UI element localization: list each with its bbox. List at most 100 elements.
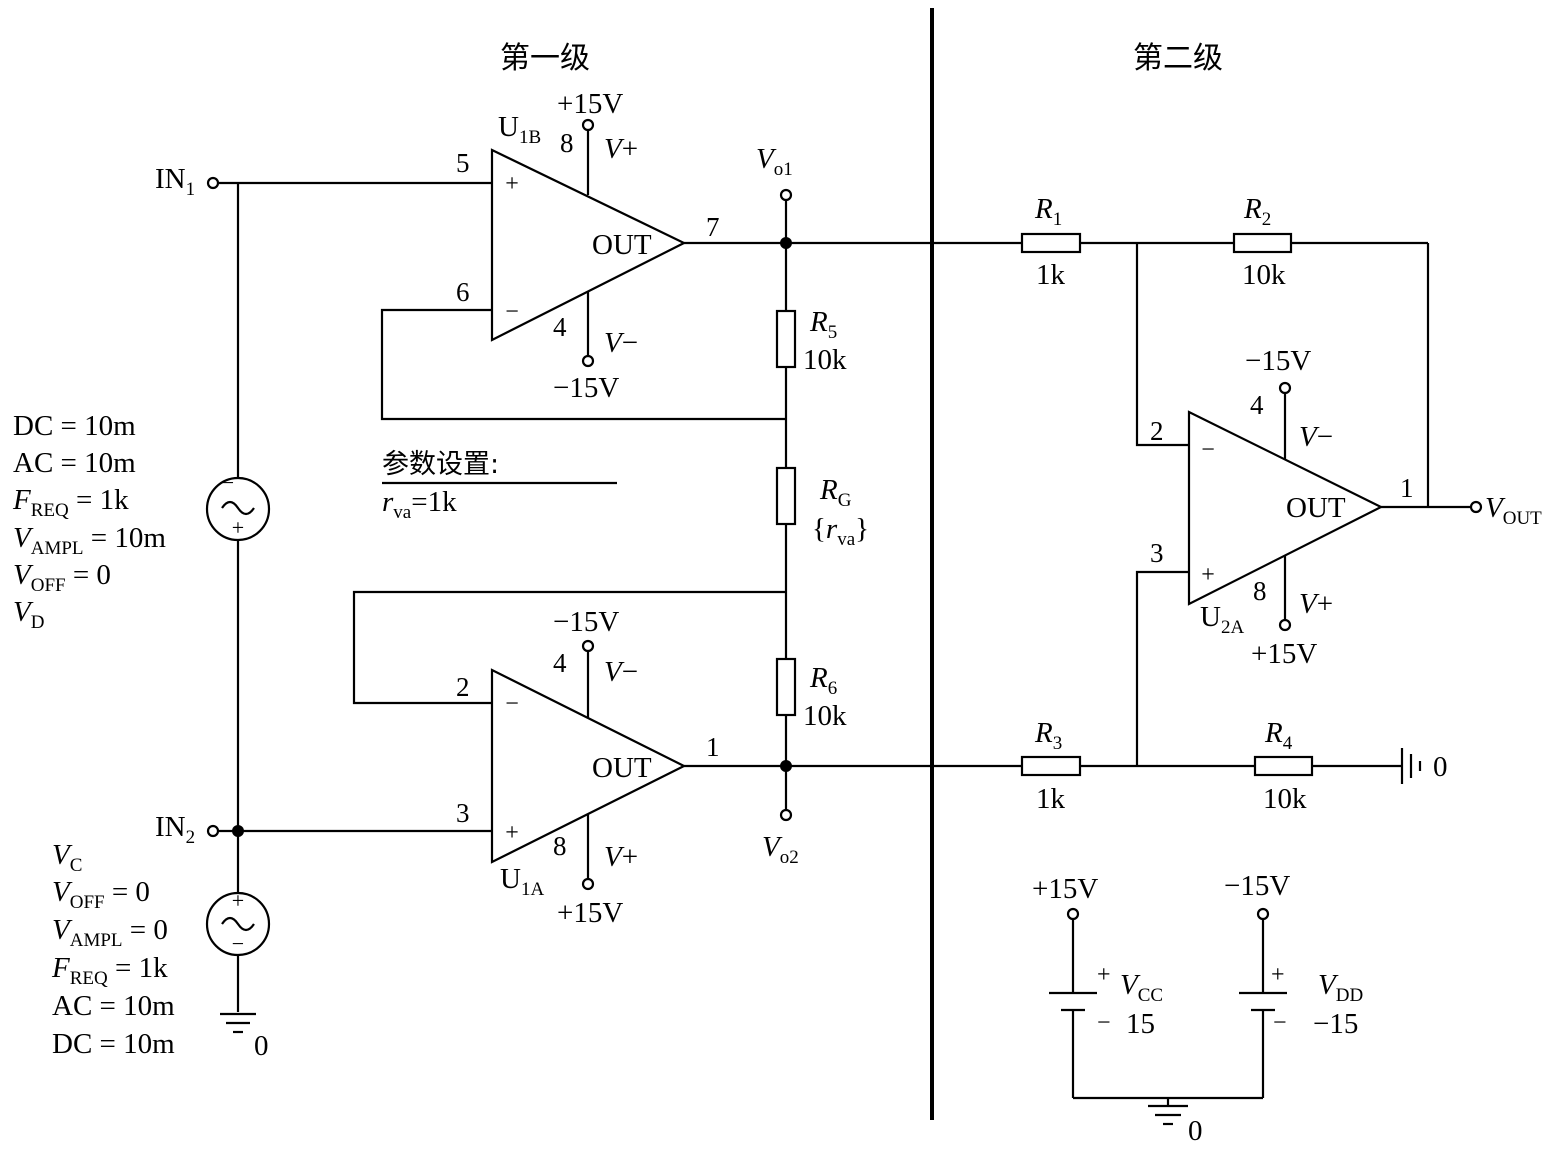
- vcc-supply-label: +15V: [1032, 873, 1098, 905]
- u2a-out-label: OUT: [1286, 492, 1346, 524]
- resistor-r1: [1020, 232, 1082, 254]
- u1a-pin-minus: 2: [456, 672, 470, 702]
- vc-param-name: VC: [52, 839, 82, 876]
- vdd-value: −15: [1313, 1008, 1358, 1040]
- svg-text:+: +: [505, 820, 519, 846]
- r6-value: 10k: [803, 700, 847, 732]
- vcc-minus-sign: −: [1097, 1010, 1111, 1036]
- vd-param-off: VOFF = 0: [13, 559, 111, 596]
- u2a-vneg-supply: −15V: [1245, 345, 1311, 377]
- opamp-u1b: + − OUT U1B 5 6 8 4 7 +15V V+ −15V V−: [456, 88, 720, 404]
- ground-label: 0: [1433, 751, 1448, 783]
- r1-value: 1k: [1036, 259, 1066, 291]
- vcc-value: 15: [1126, 1008, 1155, 1040]
- r5-label: R5: [809, 306, 837, 343]
- r4-label: R4: [1264, 717, 1293, 754]
- vo2-label: Vo2: [762, 831, 799, 868]
- vd-param-freq: FREQ = 1k: [12, 484, 129, 521]
- u1b-vneg-supply: −15V: [553, 372, 619, 404]
- ground-label: 0: [1188, 1115, 1203, 1147]
- vd-ac-source: − +: [205, 470, 271, 542]
- svg-text:+: +: [505, 171, 519, 197]
- resistor-r4: [1253, 755, 1314, 777]
- r6-label: R6: [809, 662, 837, 699]
- vd-param-ac: AC = 10m: [13, 447, 136, 479]
- r3-label: R3: [1034, 717, 1062, 754]
- u1b-pin-vm: 4: [553, 312, 567, 342]
- resistor-r5: [775, 309, 797, 369]
- u2a-pin-minus: 2: [1150, 416, 1164, 446]
- param-settings: 参数设置: rva=1k: [382, 449, 617, 523]
- vd-param-ampl: VAMPL = 10m: [13, 522, 166, 559]
- battery-vcc: +15V + − VCC 15: [1032, 873, 1163, 1098]
- ground-symbol: 0: [1148, 1098, 1203, 1147]
- u1b-pin-plus: 5: [456, 148, 470, 178]
- vo1-terminal: [779, 188, 793, 202]
- in1-terminal: [206, 176, 220, 190]
- svg-text:−: −: [505, 299, 519, 325]
- param-title: 参数设置:: [382, 449, 499, 480]
- u2a-pin-plus: 3: [1150, 538, 1164, 568]
- r1-label: R1: [1034, 193, 1062, 230]
- u1a-vpos-supply: +15V: [557, 897, 623, 929]
- u1a-out-label: OUT: [592, 752, 652, 784]
- u1b-vplus-label: V+: [604, 133, 638, 165]
- vo1-label: Vo1: [756, 143, 793, 180]
- u1a-pin-plus: 3: [456, 798, 470, 828]
- vcc-plus-sign: +: [1097, 962, 1111, 988]
- u2a-vminus-label: V−: [1299, 421, 1333, 453]
- u1a-vneg-supply: −15V: [553, 606, 619, 638]
- vd-param-name: VD: [13, 596, 44, 633]
- wire: [1135, 570, 1189, 766]
- junction: [780, 760, 792, 772]
- vc-param-dc: DC = 10m: [52, 1028, 175, 1060]
- u1a-vminus-label: V−: [604, 656, 638, 688]
- u1b-name: U1B: [498, 111, 541, 148]
- u1b-pin-out: 7: [706, 212, 720, 242]
- wire: [380, 308, 786, 421]
- u1a-pin-out: 1: [706, 732, 720, 762]
- ground-symbol: 0: [220, 1012, 269, 1062]
- r4-value: 10k: [1263, 783, 1307, 815]
- u2a-pin-vp: 8: [1253, 576, 1267, 606]
- u1a-pin-vm: 4: [553, 648, 567, 678]
- vout-terminal: [1469, 500, 1483, 514]
- u2a-vpos-supply: +15V: [1251, 638, 1317, 670]
- svg-text:−: −: [1201, 437, 1215, 463]
- vdd-label: VDD: [1318, 969, 1363, 1006]
- vd-param-dc: DC = 10m: [13, 410, 136, 442]
- u1b-pin-vp: 8: [560, 128, 574, 158]
- r2-value: 10k: [1242, 259, 1286, 291]
- param-rva: rva=1k: [382, 486, 457, 523]
- vd-minus-sign: −: [222, 470, 234, 495]
- vdd-minus-sign: −: [1273, 1010, 1287, 1036]
- resistor-r3: [1020, 755, 1082, 777]
- u1a-name: U1A: [500, 863, 544, 900]
- ground-label: 0: [254, 1030, 269, 1062]
- u1b-vminus-label: V−: [604, 327, 638, 359]
- opamp-u2a: − + OUT U2A 2 3 4 8 1 −15V V− +15V V+: [1150, 345, 1414, 670]
- in2-label: IN2: [155, 811, 195, 848]
- in1-label: IN1: [155, 163, 195, 200]
- vo2-terminal: [779, 808, 793, 822]
- u2a-pin-vm: 4: [1250, 390, 1264, 420]
- junction: [232, 825, 244, 837]
- u2a-vplus-label: V+: [1299, 588, 1333, 620]
- u1b-pin-minus: 6: [456, 277, 470, 307]
- opamp-u1a: − + OUT U1A 2 3 4 8 1 −15V V− +15V V+: [456, 606, 720, 929]
- vc-plus-sign: +: [232, 888, 244, 913]
- vdd-plus-sign: +: [1271, 962, 1285, 988]
- stage2-title: 第二级: [1133, 41, 1223, 76]
- wire: [352, 590, 786, 705]
- r3-value: 1k: [1036, 783, 1066, 815]
- svg-text:−: −: [505, 691, 519, 717]
- u2a-pin-out: 1: [1400, 473, 1414, 503]
- vout-label: VOUT: [1485, 492, 1542, 529]
- u1a-pin-vp: 8: [553, 831, 567, 861]
- wire: [1135, 243, 1189, 447]
- rg-label: RG: [819, 474, 852, 511]
- vcc-label: VCC: [1120, 969, 1163, 1006]
- vc-param-off: VOFF = 0: [52, 876, 150, 913]
